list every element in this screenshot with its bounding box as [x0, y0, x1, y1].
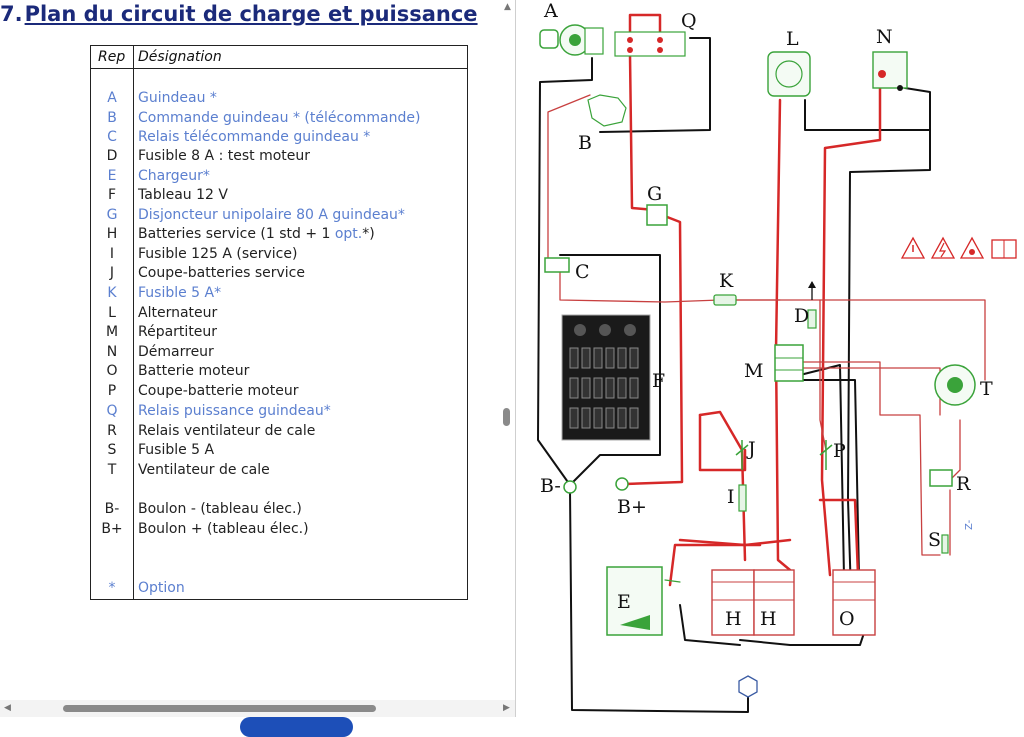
label-h2: H [760, 608, 777, 630]
label-h1: H [725, 608, 742, 630]
legend-row: *Option [108, 580, 185, 596]
splitter-icon [774, 344, 804, 382]
legend-header-designation: Désignation [138, 49, 222, 65]
label-m: M [744, 360, 763, 382]
fuse-k-icon [713, 294, 737, 306]
switch-j-icon [735, 440, 749, 470]
label-p: P [833, 440, 846, 462]
legend-row: B+Boulon + (tableau élec.) [101, 521, 309, 537]
scroll-up-arrow[interactable]: ▲ [504, 2, 511, 12]
label-q: Q [681, 10, 697, 32]
relay-c-icon [544, 257, 570, 273]
battery-service-1 [711, 569, 755, 636]
document-panel: ▲ 7.Plan du circuit de charge et puissan… [0, 0, 516, 717]
label-n: N [876, 26, 893, 48]
scroll-right-arrow[interactable]: ▶ [503, 703, 510, 713]
breaker-icon [646, 204, 668, 226]
legend-row: B-Boulon - (tableau élec.) [104, 501, 302, 517]
title-number: 7. [0, 2, 23, 26]
relay-r-icon [929, 469, 953, 487]
label-b: B [578, 132, 592, 154]
scroll-left-arrow[interactable]: ◀ [4, 703, 11, 713]
page-title: 7.Plan du circuit de charge et puissance [0, 2, 478, 26]
horizontal-scrollbar[interactable]: ◀ ▶ [0, 700, 515, 717]
fan-icon [934, 364, 976, 406]
label-t: T [980, 378, 993, 400]
label-j: J [746, 438, 756, 460]
fuse-d-icon [807, 309, 817, 329]
label-s: S [928, 529, 941, 551]
label-g: G [647, 183, 662, 205]
fuse-s-icon [941, 534, 949, 554]
horizontal-scroll-thumb[interactable] [63, 705, 376, 712]
title-text: Plan du circuit de charge et puissance [24, 2, 478, 26]
label-r: R [956, 473, 971, 495]
label-a: A [543, 0, 558, 22]
shunt-nut-icon [738, 675, 758, 698]
electric-hazard-icon [930, 236, 956, 259]
charger-icon [606, 566, 663, 636]
bolt-positive-icon [615, 477, 629, 491]
label-d: D [794, 305, 809, 327]
label-e: E [617, 591, 631, 613]
alternator-icon [767, 51, 811, 97]
wiring-diagram: Z- A Q L N B G C K D F M T J P R I B- B+… [537, 0, 1017, 713]
label-k: K [719, 270, 734, 292]
manual-book-icon [991, 239, 1017, 259]
label-b-plus: B+ [617, 496, 647, 518]
label-c: C [575, 261, 590, 283]
switch-p-icon [819, 440, 833, 470]
remote-control-icon [587, 94, 627, 127]
label-i: I [727, 486, 735, 508]
warning-triangle-icon [900, 236, 926, 259]
label-b-minus: B- [540, 475, 561, 497]
battery-service-2 [753, 569, 795, 636]
label-f: F [652, 370, 665, 392]
fuse-i-icon [738, 484, 747, 512]
vertical-scroll-thumb[interactable] [503, 408, 510, 426]
bolt-negative-icon [563, 480, 577, 494]
bottom-action-button[interactable] [240, 717, 353, 737]
label-l: L [786, 28, 799, 50]
fire-hazard-icon [959, 236, 985, 259]
svg-text:Z-: Z- [964, 519, 975, 530]
windlass-icon [539, 24, 604, 56]
label-o: O [839, 608, 855, 630]
legend-header-rep: Rep [98, 49, 126, 65]
battery-engine [832, 569, 876, 636]
starter-icon [872, 51, 908, 91]
windlass-relay-icon [614, 31, 686, 57]
electrical-panel [561, 314, 651, 441]
